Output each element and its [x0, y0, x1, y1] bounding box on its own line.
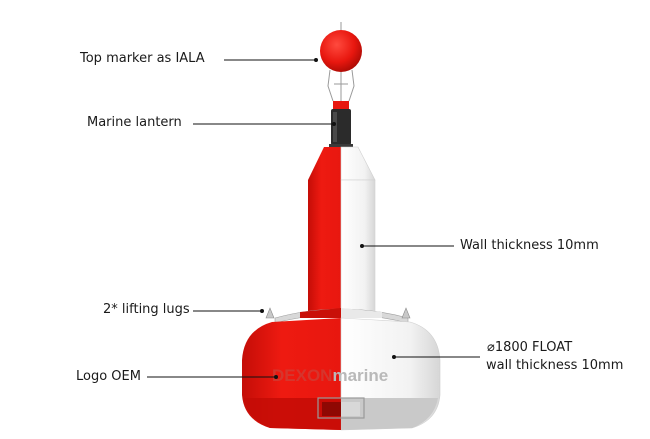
label-float-wall: wall thickness 10mm [486, 358, 624, 373]
marine-lantern [329, 101, 353, 147]
label-float-diameter: ⌀1800 FLOAT [487, 340, 573, 355]
lifting-lug-right [401, 307, 411, 319]
label-marine-lantern: Marine lantern [87, 115, 182, 130]
top-marker-ball [320, 30, 362, 72]
leader-dots [260, 58, 396, 379]
deck-collar-red [300, 308, 341, 318]
label-logo-oem: Logo OEM [76, 369, 141, 384]
mooring-eye-red [322, 402, 341, 416]
marker-support-cage [327, 69, 355, 102]
label-wall-thickness: Wall thickness 10mm [460, 238, 599, 253]
leader-lines [147, 59, 480, 378]
label-top-marker: Top marker as IALA [80, 51, 205, 66]
mooring-eye [317, 397, 365, 419]
mooring-eye-white [341, 402, 360, 416]
tower-column-red [308, 180, 341, 312]
float-skirt-red [244, 398, 341, 430]
label-lifting-lugs: 2* lifting lugs [103, 302, 190, 317]
tower-cone-red [308, 147, 341, 180]
float-skirt-grey [341, 398, 438, 430]
tower-cone-white [340, 146, 376, 181]
lifting-lug-left [265, 307, 275, 319]
logo-oem: DEXONmarine [272, 366, 388, 385]
deck-collar-white [341, 308, 382, 318]
label-float: ⌀1800 FLOAT wall thickness 10mm [486, 339, 624, 375]
